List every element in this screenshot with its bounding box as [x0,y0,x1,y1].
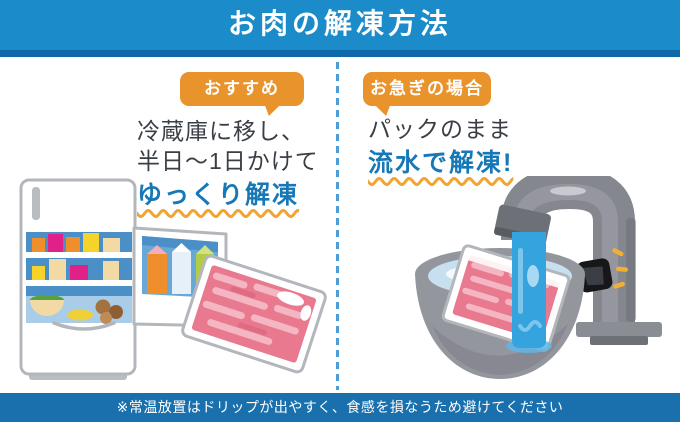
water-stream-icon [506,232,552,353]
recommended-badge: おすすめ [180,72,304,116]
refrigerator-icon [19,178,137,380]
footer-note-bar: ※常温放置はドリップが出やすく、食感を損なうため避けてください [0,393,680,422]
badge-tail [259,103,282,116]
recommended-badge-label: おすすめ [204,79,280,98]
hurry-line1: パックのまま [368,116,512,142]
recommended-highlight: ゆっくり解凍 [137,181,300,209]
hurry-highlight: 流水で解凍! [368,149,514,177]
meat-pack-icon [181,254,327,374]
recommended-line1: 冷蔵庫に移し、 [137,118,305,144]
sensor-icon [576,258,613,293]
footer-note: ※常温放置はドリップが出やすく、食感を損なうため避けてください [116,399,564,415]
header: お肉の解凍方法 [0,0,680,57]
hurry-badge: お急ぎの場合 [363,72,491,116]
hurry-badge-label: お急ぎの場合 [370,79,484,98]
sensor-glow-icon [612,248,628,289]
recommended-line2: 半日〜1日かけて [137,148,319,174]
faucet-illustration [415,176,662,379]
hurry-text: パックのまま 流水で解凍! [368,114,513,179]
recommended-text: 冷蔵庫に移し、 半日〜1日かけて ゆっくり解凍 [137,116,319,211]
refrigerator-illustration [19,178,327,380]
page-title: お肉の解凍方法 [227,9,452,40]
column-divider [336,62,339,390]
